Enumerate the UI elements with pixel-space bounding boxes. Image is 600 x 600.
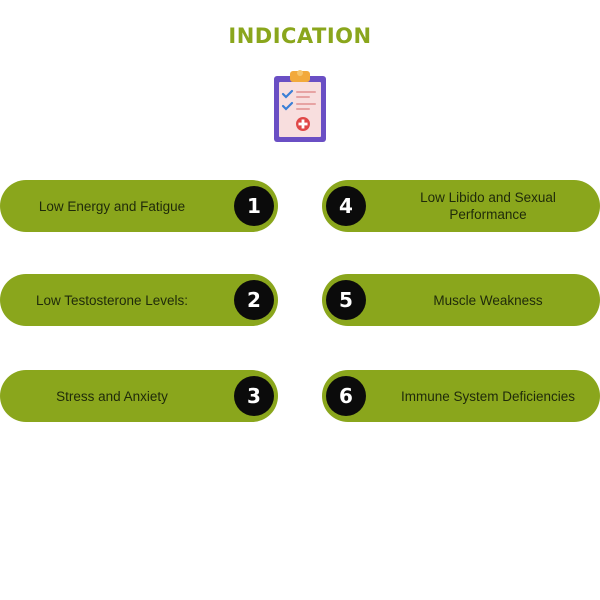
indication-item-1: Low Energy and Fatigue 1 [0, 180, 278, 232]
indication-label: Stress and Anxiety [56, 388, 168, 404]
indication-label: Low Energy and Fatigue [38, 198, 186, 214]
indication-label: Muscle Weakness [433, 292, 543, 308]
indication-label: Low Libido and Sexual Performance [420, 190, 556, 222]
indication-item-2: Low Testosterone Levels: 2 [0, 274, 278, 326]
clipboard-checklist-icon [268, 68, 332, 144]
indication-item-3: Stress and Anxiety 3 [0, 370, 278, 422]
indication-number: 3 [234, 376, 274, 416]
indication-label: Low Testosterone Levels: [35, 292, 189, 308]
indication-item-5: 5 Muscle Weakness [322, 274, 600, 326]
indication-number: 1 [234, 186, 274, 226]
indication-number: 6 [326, 376, 366, 416]
indication-number: 2 [234, 280, 274, 320]
indication-item-6: 6 Immune System Deficiencies [322, 370, 600, 422]
page-title: INDICATION [228, 24, 372, 48]
indication-label: Immune System Deficiencies [400, 388, 576, 404]
indication-number: 5 [326, 280, 366, 320]
indication-number: 4 [326, 186, 366, 226]
indication-item-4: 4 Low Libido and Sexual Performance [322, 180, 600, 232]
